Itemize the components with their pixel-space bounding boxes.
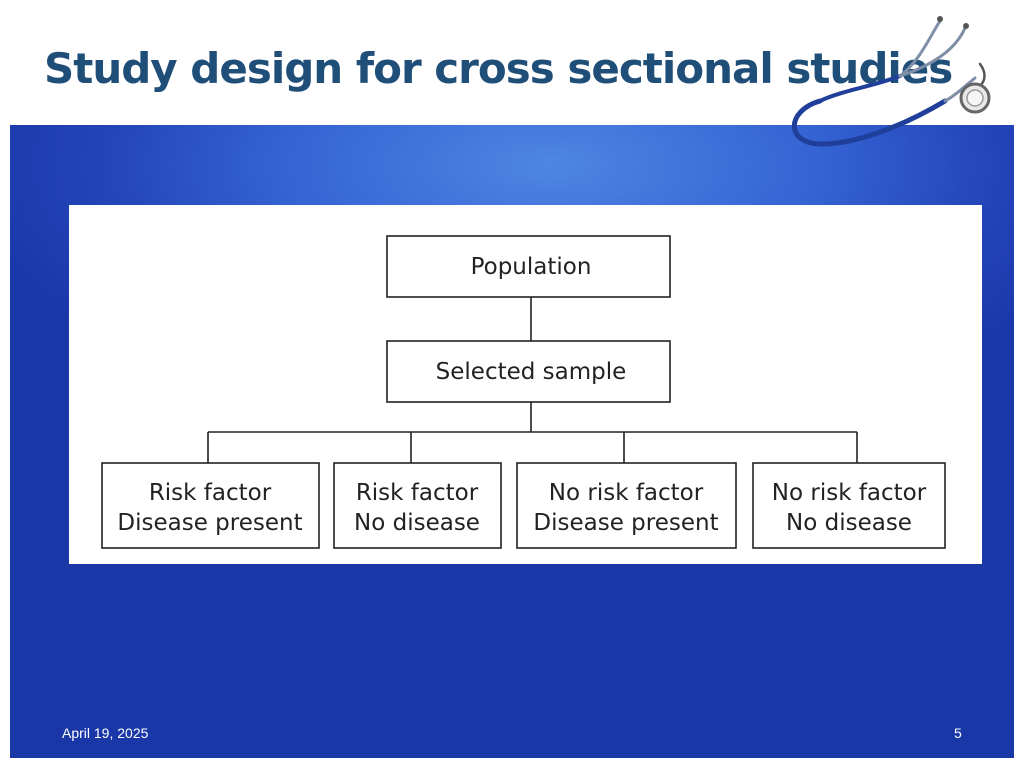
node-group-2-line2: No disease [354,510,480,536]
node-population: Population [386,235,671,298]
node-group-1: Risk factor Disease present [101,462,320,549]
node-group-4: No risk factor No disease [752,462,946,549]
node-selected-sample: Selected sample [386,340,671,403]
node-group-3: No risk factor Disease present [516,462,737,549]
node-group-1-line1: Risk factor [149,480,272,506]
stethoscope-icon [791,16,991,147]
node-group-4-line2: No disease [786,510,912,536]
slide-title: Study design for cross sectional studies [44,44,953,93]
diagram-box: Population Selected sample Risk factor D… [69,205,982,564]
node-group-1-line2: Disease present [117,510,302,536]
connectors [207,297,858,463]
node-group-2-line1: Risk factor [356,480,479,506]
node-group-3-line2: Disease present [533,510,718,536]
node-group-2: Risk factor No disease [333,462,502,549]
page-number: 5 [954,725,962,741]
node-group-4-line1: No risk factor [772,480,927,506]
footer-date: April 19, 2025 [62,725,149,741]
node-population-label: Population [471,254,592,280]
node-sample-label: Selected sample [436,359,627,385]
node-group-3-line1: No risk factor [549,480,704,506]
flow-diagram: Population Selected sample Risk factor D… [101,235,946,549]
